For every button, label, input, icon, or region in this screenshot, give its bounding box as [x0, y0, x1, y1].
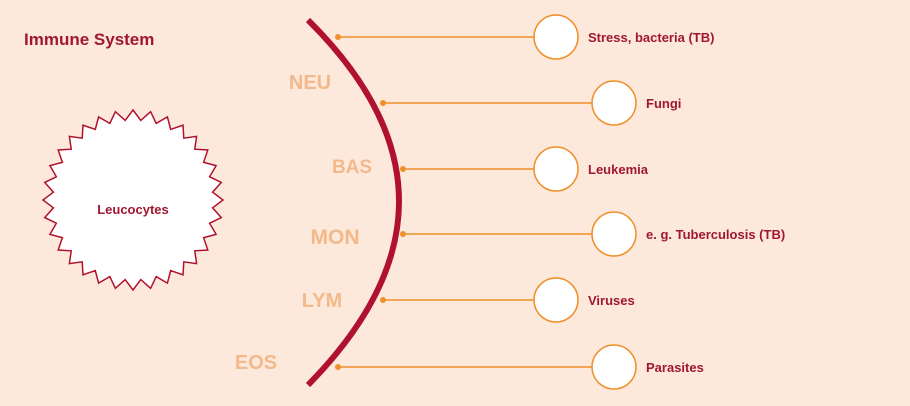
cell-row-1: Stress, bacteria (TB) NEU	[289, 14, 714, 94]
target-node-circle	[533, 277, 579, 323]
target-label: Fungi	[646, 96, 681, 111]
arc-connector-dot	[380, 100, 386, 106]
cell-type-label: EOS	[235, 352, 277, 374]
cell-row-4: e. g. Tuberculosis (TB) MON	[311, 211, 785, 257]
target-label: e. g. Tuberculosis (TB)	[646, 227, 785, 242]
target-label: Stress, bacteria (TB)	[588, 30, 714, 45]
target-label: Viruses	[588, 293, 635, 308]
diagram-title: Immune System	[24, 30, 155, 49]
cell-row-6: Parasites EOS	[235, 344, 704, 390]
target-label: Leukemia	[588, 162, 649, 177]
target-node-circle	[533, 14, 579, 60]
arc-connector-dot	[335, 364, 341, 370]
target-node-circle	[591, 211, 637, 257]
arc-connector-dot	[400, 231, 406, 237]
immune-arc	[305, 17, 402, 388]
target-node-circle	[591, 344, 637, 390]
leucocytes-label: Leucocytes	[97, 202, 169, 217]
cell-type-label: BAS	[332, 157, 372, 178]
target-node-circle	[533, 146, 579, 192]
cell-row-2: Fungi	[380, 80, 681, 126]
arc-connector-dot	[380, 297, 386, 303]
arc-connector-dot	[335, 34, 341, 40]
cell-type-label: LYM	[302, 290, 342, 312]
leucocyte-burst-shape	[41, 108, 225, 292]
cell-row-3: Leukemia BAS	[332, 146, 649, 192]
cell-type-label: NEU	[289, 72, 331, 94]
cell-row-5: Viruses LYM	[302, 277, 635, 323]
cell-type-label: MON	[311, 226, 360, 249]
target-node-circle	[591, 80, 637, 126]
target-label: Parasites	[646, 360, 704, 375]
arc-connector-dot	[400, 166, 406, 172]
